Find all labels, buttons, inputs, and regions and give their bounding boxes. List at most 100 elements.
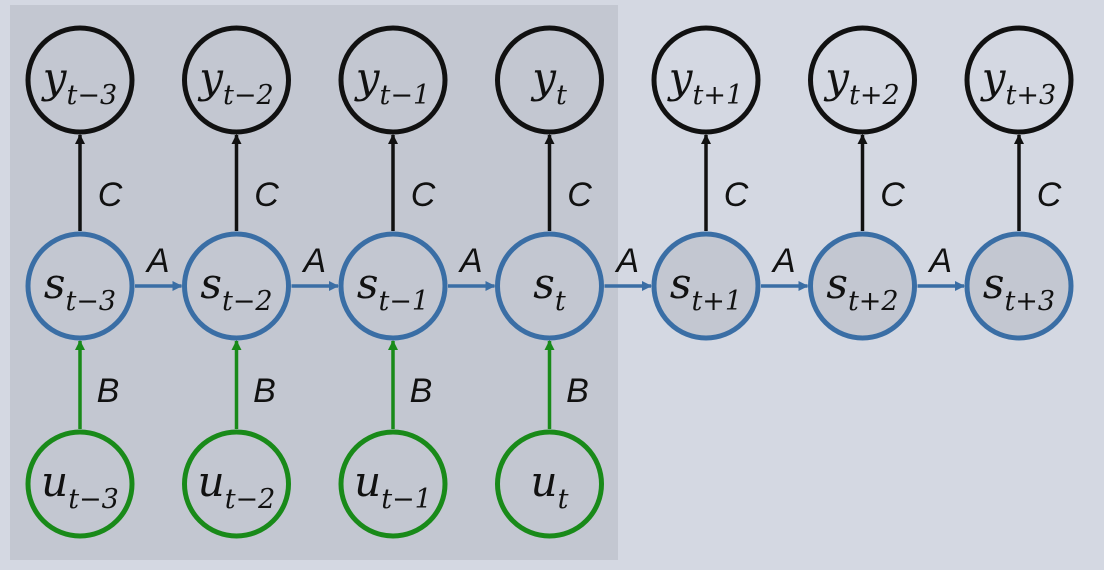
state-node-label: st+3 bbox=[983, 259, 1055, 317]
input-edge-label: B bbox=[253, 372, 276, 410]
state-node-label: st+1 bbox=[670, 259, 742, 317]
transition-edge-label: A bbox=[145, 242, 170, 280]
state-symbol: s bbox=[44, 259, 66, 308]
output-subscript: t bbox=[556, 80, 567, 111]
state-node: st+1 bbox=[651, 231, 761, 341]
input-subscript: t−3 bbox=[68, 484, 119, 515]
state-node: st−3 bbox=[25, 231, 135, 341]
input-node: ut−1 bbox=[338, 429, 448, 539]
input-symbol: u bbox=[354, 457, 381, 506]
state-node-circle bbox=[182, 231, 291, 341]
input-node-circle bbox=[495, 429, 604, 539]
output-symbol: y bbox=[667, 53, 694, 102]
output-edge-label: C bbox=[1037, 176, 1062, 214]
output-subscript: t+2 bbox=[849, 80, 900, 111]
input-subscript: t−2 bbox=[225, 484, 276, 515]
output-edge-label: C bbox=[254, 176, 279, 214]
state-node-circle bbox=[338, 231, 448, 341]
output-node-label: yt+1 bbox=[667, 53, 743, 111]
output-node-circle bbox=[182, 25, 291, 135]
output-node-circle bbox=[495, 25, 604, 135]
state-node-label: st−1 bbox=[357, 259, 429, 317]
state-symbol: s bbox=[983, 259, 1005, 308]
nodes: yt−3st−3ut−3yt−2st−2ut−2yt−1st−1ut−1ytst… bbox=[25, 25, 1074, 539]
output-node-label: yt−1 bbox=[354, 53, 430, 111]
input-edge-label: B bbox=[97, 372, 120, 410]
input-node-label: ut−2 bbox=[198, 457, 276, 515]
state-node-label: st+2 bbox=[826, 259, 898, 317]
state-node-circle bbox=[495, 231, 604, 341]
output-subscript: t−2 bbox=[223, 80, 274, 111]
input-symbol: u bbox=[198, 457, 225, 506]
state-node: st−2 bbox=[182, 231, 291, 341]
state-node: st−1 bbox=[338, 231, 448, 341]
state-subscript: t−1 bbox=[378, 286, 429, 317]
output-edge-label: C bbox=[411, 176, 436, 214]
output-edge-label: C bbox=[880, 176, 905, 214]
state-node-circle bbox=[964, 231, 1074, 341]
transition-edge-label: A bbox=[458, 242, 483, 280]
state-node-label: st bbox=[533, 259, 566, 317]
output-node-circle bbox=[25, 25, 135, 135]
output-node-circle bbox=[338, 25, 448, 135]
state-node: st+3 bbox=[964, 231, 1074, 341]
output-node-circle bbox=[808, 25, 917, 135]
state-node-label: st−2 bbox=[200, 259, 272, 317]
state-subscript: t−2 bbox=[222, 286, 273, 317]
output-edge-label: C bbox=[567, 176, 592, 214]
output-subscript: t+1 bbox=[693, 80, 744, 111]
output-node: yt+2 bbox=[808, 25, 917, 135]
output-node-label: yt−2 bbox=[197, 53, 273, 111]
input-node-label: ut bbox=[531, 457, 569, 515]
output-node-label: yt+3 bbox=[980, 53, 1056, 111]
state-symbol: s bbox=[533, 259, 555, 308]
output-edge-label: C bbox=[724, 176, 749, 214]
input-node-label: ut−3 bbox=[41, 457, 119, 515]
output-node: yt+1 bbox=[651, 25, 761, 135]
output-symbol: y bbox=[41, 53, 68, 102]
state-node: st+2 bbox=[808, 231, 917, 341]
state-subscript: t+2 bbox=[848, 286, 899, 317]
output-subscript: t−3 bbox=[67, 80, 118, 111]
output-subscript: t−1 bbox=[380, 80, 431, 111]
output-subscript: t+3 bbox=[1006, 80, 1057, 111]
output-node-circle bbox=[651, 25, 761, 135]
output-node: yt bbox=[495, 25, 604, 135]
state-symbol: s bbox=[357, 259, 379, 308]
output-node: yt−2 bbox=[182, 25, 291, 135]
output-node: yt−3 bbox=[25, 25, 135, 135]
input-symbol: u bbox=[41, 457, 68, 506]
state-node: st bbox=[495, 231, 604, 341]
output-symbol: y bbox=[823, 53, 850, 102]
output-symbol: y bbox=[530, 53, 557, 102]
transition-edge-label: A bbox=[927, 242, 952, 280]
output-symbol: y bbox=[197, 53, 224, 102]
input-subscript: t−1 bbox=[381, 484, 432, 515]
state-node-label: st−3 bbox=[44, 259, 116, 317]
input-node-label: ut−1 bbox=[354, 457, 432, 515]
input-symbol: u bbox=[531, 457, 558, 506]
output-node-label: yt−3 bbox=[41, 53, 117, 111]
input-node-circle bbox=[338, 429, 448, 539]
input-edge-label: B bbox=[410, 372, 433, 410]
state-subscript: t bbox=[555, 286, 566, 317]
input-node-circle bbox=[182, 429, 291, 539]
input-node: ut−3 bbox=[25, 429, 135, 539]
input-node-circle bbox=[25, 429, 135, 539]
state-symbol: s bbox=[200, 259, 222, 308]
state-node-circle bbox=[25, 231, 135, 341]
output-node-label: yt bbox=[530, 53, 567, 111]
output-node-circle bbox=[964, 25, 1074, 135]
state-subscript: t+1 bbox=[691, 286, 742, 317]
output-node: yt+3 bbox=[964, 25, 1074, 135]
transition-edge-label: A bbox=[301, 242, 326, 280]
state-subscript: t−3 bbox=[65, 286, 116, 317]
state-node-circle bbox=[808, 231, 917, 341]
output-symbol: y bbox=[980, 53, 1007, 102]
output-node-label: yt+2 bbox=[823, 53, 899, 111]
state-symbol: s bbox=[670, 259, 692, 308]
state-node-circle bbox=[651, 231, 761, 341]
output-node: yt−1 bbox=[338, 25, 448, 135]
